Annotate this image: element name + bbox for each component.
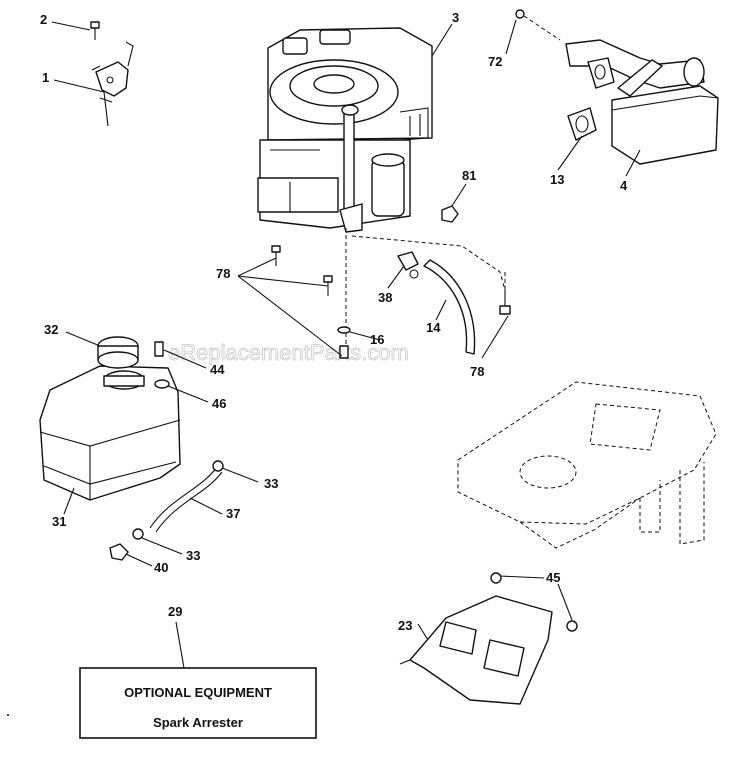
watermark-text: eReplacementParts.com bbox=[168, 340, 409, 365]
clamp-part-33 bbox=[132, 460, 224, 540]
fuel-line-part-37 bbox=[149, 467, 223, 533]
callout-2: 2 bbox=[40, 12, 47, 27]
chassis-frame-part bbox=[457, 381, 717, 549]
callout-1: 1 bbox=[42, 70, 49, 85]
callout-40: 40 bbox=[154, 560, 168, 575]
grommet-part-46 bbox=[154, 379, 170, 389]
callout-3: 3 bbox=[452, 10, 459, 25]
muffler-part bbox=[565, 39, 719, 165]
bolt-part-78 bbox=[271, 245, 511, 315]
callout-16: 16 bbox=[370, 332, 384, 347]
fitting-part-44 bbox=[154, 341, 164, 357]
screw-part-45 bbox=[490, 572, 578, 632]
screw-part-72 bbox=[515, 9, 561, 41]
callout-33-top: 33 bbox=[264, 476, 278, 491]
callout-29: 29 bbox=[168, 604, 182, 619]
throttle-control-part bbox=[91, 41, 134, 127]
callout-81: 81 bbox=[462, 168, 476, 183]
callout-labels: 2 1 3 72 13 4 81 78 38 14 16 78 32 44 46… bbox=[40, 10, 628, 633]
callout-13: 13 bbox=[550, 172, 564, 187]
callout-4: 4 bbox=[620, 178, 628, 193]
washer-part-16 bbox=[337, 326, 351, 359]
spark-arrester-plate-part bbox=[399, 595, 553, 705]
leader-lines bbox=[51, 19, 641, 669]
callout-38: 38 bbox=[378, 290, 392, 305]
screw-part-2 bbox=[90, 21, 100, 40]
callout-23: 23 bbox=[398, 618, 412, 633]
optional-equipment-title: OPTIONAL EQUIPMENT bbox=[124, 685, 272, 700]
callout-44: 44 bbox=[210, 362, 225, 377]
callout-14: 14 bbox=[426, 320, 441, 335]
callout-31: 31 bbox=[52, 514, 66, 529]
callout-72: 72 bbox=[488, 54, 502, 69]
fuel-tank-part bbox=[39, 365, 181, 501]
callout-33-bottom: 33 bbox=[186, 548, 200, 563]
gasket-part-72 bbox=[587, 57, 615, 89]
optional-equipment-subtitle: Spark Arrester bbox=[153, 715, 243, 730]
nut-part-40 bbox=[109, 543, 129, 561]
callout-46: 46 bbox=[212, 396, 226, 411]
engine-part bbox=[257, 27, 433, 233]
callout-45: 45 bbox=[546, 570, 560, 585]
callout-32: 32 bbox=[44, 322, 58, 337]
stray-dot bbox=[7, 714, 9, 716]
fuel-cap-part bbox=[97, 336, 139, 369]
gasket-part-13 bbox=[567, 107, 597, 141]
callout-78-top: 78 bbox=[216, 266, 230, 281]
clamp-part-38 bbox=[397, 251, 419, 279]
optional-equipment-box bbox=[79, 667, 317, 739]
callout-37: 37 bbox=[226, 506, 240, 521]
fuel-line-part bbox=[423, 259, 476, 355]
nut-part-81 bbox=[441, 205, 459, 223]
callout-78-right: 78 bbox=[470, 364, 484, 379]
